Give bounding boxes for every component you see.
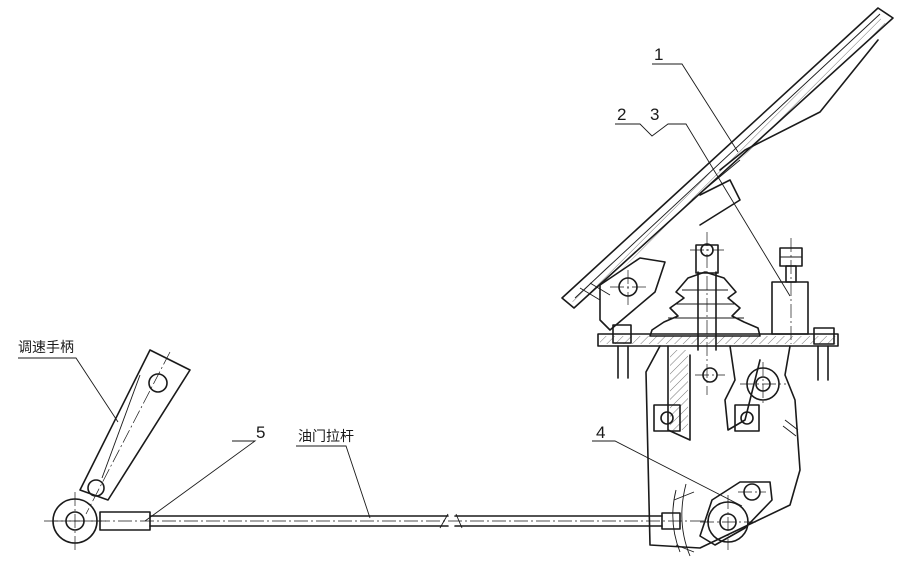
speed-control-handle (44, 349, 191, 552)
leader-lines (18, 63, 791, 522)
callout-3: 3 (650, 105, 659, 124)
accelerator-pedal (561, 7, 894, 331)
throttle-housing (645, 345, 801, 549)
callout-4: 4 (596, 423, 605, 442)
callout-1: 1 (654, 45, 663, 64)
throttle-rod (52, 511, 710, 531)
throttle-lever-arm (672, 481, 773, 557)
mounting-plate (597, 324, 839, 381)
label-throttle-rod: 油门拉杆 (298, 428, 354, 444)
adjusting-screw (771, 238, 809, 344)
callout-2: 2 (617, 105, 626, 124)
label-speed-lever: 调速手柄 (18, 339, 74, 355)
callout-5: 5 (256, 423, 265, 442)
rubber-boot (649, 232, 761, 395)
